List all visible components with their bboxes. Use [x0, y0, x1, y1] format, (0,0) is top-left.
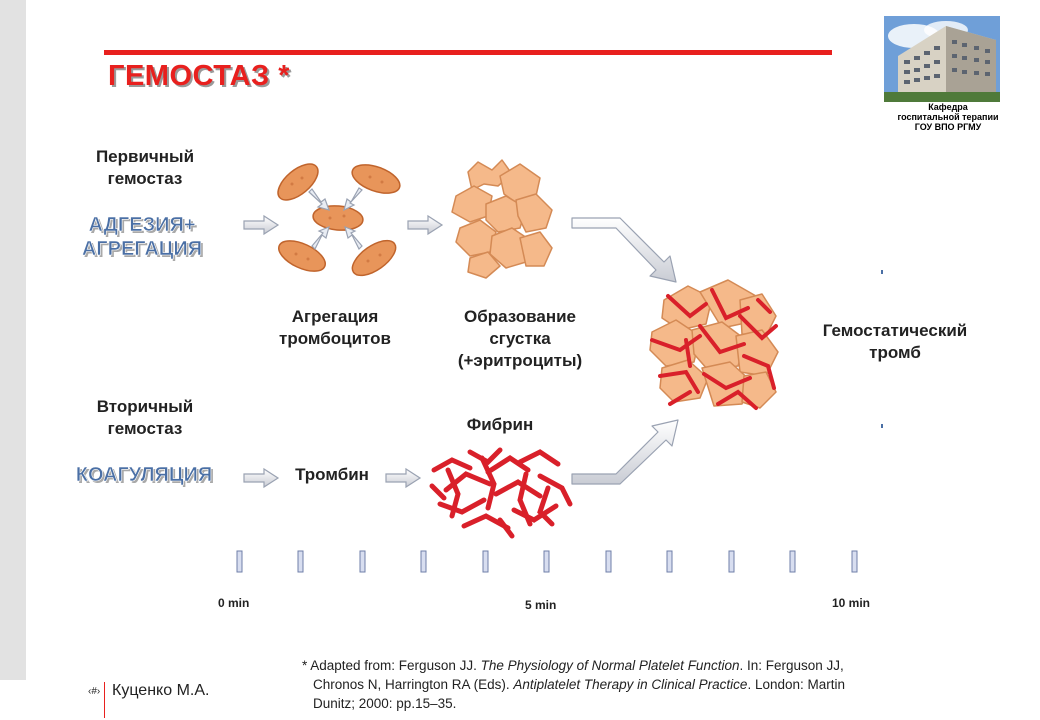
footnote-mid: . In: Ferguson JJ, [739, 658, 844, 673]
thrombus-caption-line-1: Гемостатический [822, 321, 968, 340]
coagulation-label: КОАГУЛЯЦИЯ [75, 464, 213, 487]
tick-2 [297, 550, 304, 573]
footnote-prefix: * Adapted from: Ferguson JJ. [302, 658, 481, 673]
thrombus-caption-line-2: тромб [869, 343, 921, 362]
platelet-cells [277, 163, 401, 277]
time-label-5: 5 min [525, 598, 557, 612]
adhesion-aggregation-label: АДГЕЗИЯ+ АГРЕГАЦИЯ [56, 213, 228, 261]
platelet-cell-1 [277, 163, 319, 201]
arrow-to-thrombin [243, 467, 280, 489]
tick-8 [666, 550, 673, 573]
platelet-cell-4 [351, 239, 397, 277]
author-rule [104, 682, 105, 718]
footnote-book-title: Antiplatelet Therapy in Clinical Practic… [513, 677, 748, 692]
secondary-label-line-1: Вторичный [96, 397, 194, 416]
platelet-cell-2 [351, 164, 401, 194]
tick-1 [236, 550, 243, 573]
arrow-to-platelets [243, 214, 280, 236]
primary-process-line-2: АГРЕГАЦИЯ [81, 238, 203, 261]
footnote-article-title: The Physiology of Normal Platelet Functi… [480, 658, 740, 673]
platelet-cell-center [312, 205, 364, 231]
fibrin-caption: Фибрин [466, 415, 534, 434]
secondary-label-line-2: гемостаз [107, 419, 183, 438]
platelet-pattern-dots [290, 175, 384, 263]
footnote-line-3: Dunitz; 2000: pp.15–35. [313, 696, 457, 711]
tick-9 [728, 550, 735, 573]
arrow-to-clot [407, 214, 444, 236]
left-margin-strip [0, 0, 26, 680]
footnote-line-1: * Adapted from: Ferguson JJ. The Physiol… [302, 656, 1002, 675]
fibrin-network [429, 447, 573, 539]
department-line-2: госпитальной терапии [897, 112, 999, 122]
department-line-3: ГОУ ВПО РГМУ [914, 122, 982, 132]
timeline-ticks [236, 550, 858, 573]
department-line-1: Кафедра [928, 102, 968, 112]
slide-title: ГЕМОСТАЗ * [108, 60, 291, 92]
platelet-aggregation-caption: Агрегация тромбоцитов [252, 306, 418, 350]
time-label-10: 10 min [832, 596, 871, 610]
secondary-hemostasis-label: Вторичный гемостаз [60, 396, 230, 440]
angled-arrows [571, 217, 679, 485]
building-logo-icon [884, 16, 1000, 102]
footnote-publisher: . London: Martin [747, 677, 845, 692]
footnote-line-2: Chronos N, Harrington RA (Eds). Antiplat… [302, 675, 1002, 694]
tick-4 [420, 550, 427, 573]
reference-footnote: * Adapted from: Ferguson JJ. The Physiol… [302, 656, 1002, 713]
converging-arrows [308, 187, 363, 251]
clot-formation-caption: Образование сгустка (+эритроциты) [430, 306, 610, 372]
title-rule [104, 50, 832, 55]
time-label-0: 0 min [218, 596, 250, 610]
tick-6 [543, 550, 550, 573]
clot-caption-line-2: сгустка [489, 329, 551, 348]
tick-5 [482, 550, 489, 573]
footnote-editors: Chronos N, Harrington RA (Eds). [313, 677, 514, 692]
block-arrows [243, 214, 444, 489]
department-caption: Кафедра госпитальной терапии ГОУ ВПО РГМ… [870, 102, 1026, 132]
clot-caption-line-1: Образование [463, 307, 577, 326]
primary-process-line-1: АДГЕЗИЯ+ [88, 214, 196, 237]
primary-hemostasis-label: Первичный гемостаз [60, 146, 230, 190]
hemostatic-thrombus-caption: Гемостатический тромб [790, 320, 1000, 364]
tick-7 [605, 550, 612, 573]
author-name: Куценко М.А. [112, 682, 210, 699]
clot-caption-line-3: (+эритроциты) [457, 351, 583, 370]
tick-10 [789, 550, 796, 573]
aggregation-caption-line-1: Агрегация [291, 307, 379, 326]
tick-3 [359, 550, 366, 573]
marker-dot-upper [881, 270, 883, 274]
platelet-cell-3 [278, 240, 326, 272]
clot-cluster [451, 159, 553, 279]
thrombus-fibrin-strands [650, 288, 778, 410]
arrow-clot-to-thrombus [571, 217, 677, 283]
marker-dot-lower [881, 424, 883, 428]
primary-label-line-1: Первичный [95, 147, 195, 166]
primary-label-line-2: гемостаз [107, 169, 183, 188]
thrombin-label: Тромбин [295, 465, 369, 484]
tick-11 [851, 550, 858, 573]
arrow-to-fibrin [385, 467, 422, 489]
arrow-fibrin-to-thrombus [571, 419, 679, 485]
slide-number-mark: ‹#› [88, 686, 101, 697]
aggregation-caption-line-2: тромбоцитов [279, 329, 391, 348]
